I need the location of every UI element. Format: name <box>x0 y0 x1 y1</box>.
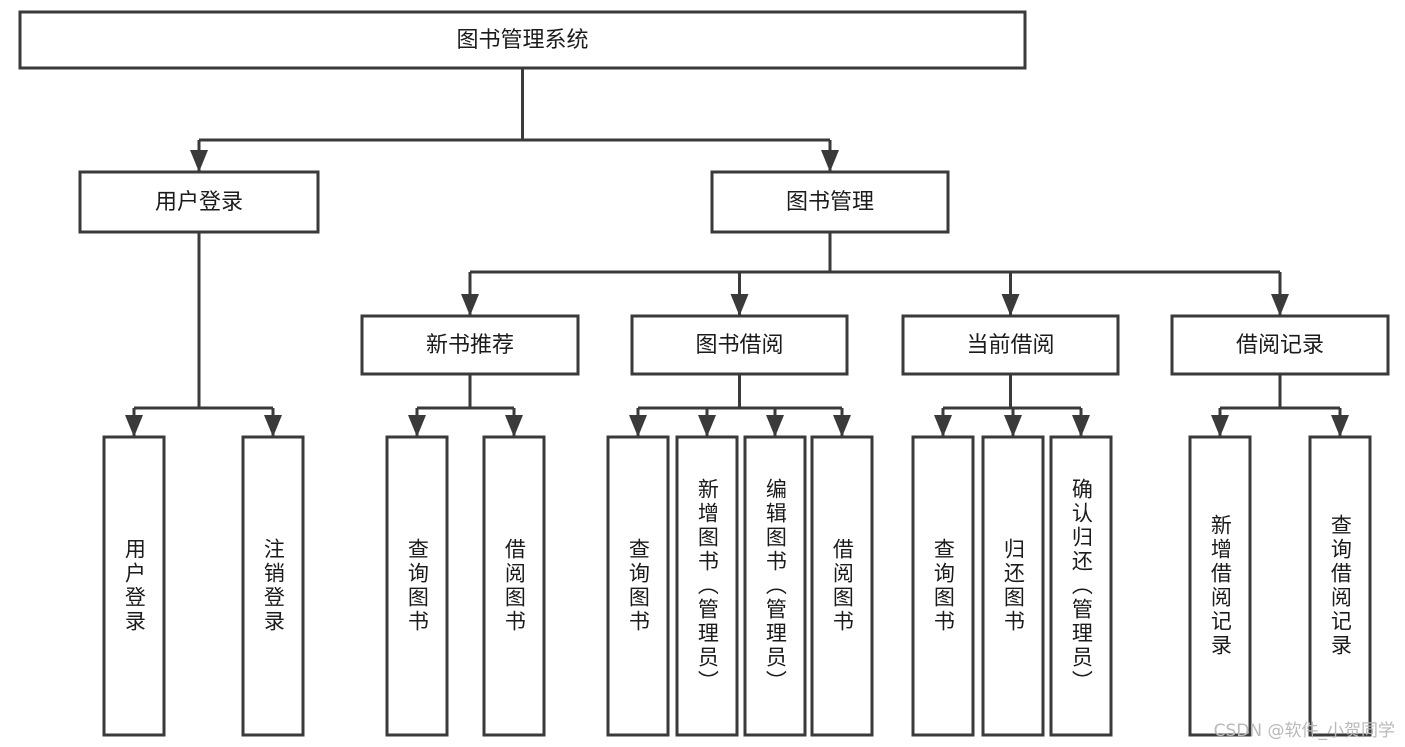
arrow-head-icon <box>934 415 952 437</box>
node-leaf-logout[interactable] <box>241 435 305 737</box>
node-book-borrow[interactable] <box>630 314 849 376</box>
arrow-head-icon <box>461 294 479 316</box>
node-current-borrow-label: 当前借阅 <box>966 333 1054 358</box>
arrow-head-icon <box>190 150 208 172</box>
node-borrow-record[interactable] <box>1170 314 1390 376</box>
connector-layer <box>125 68 1349 437</box>
node-new-book-rec-label: 新书推荐 <box>426 333 514 358</box>
arrow-head-icon <box>1004 415 1022 437</box>
node-leaf-query-book-3[interactable] <box>911 435 975 737</box>
node-book-borrow-label: 图书借阅 <box>695 333 783 358</box>
arrow-head-icon <box>698 415 716 437</box>
arrow-head-icon <box>821 150 839 172</box>
node-leaf-return-book[interactable] <box>981 435 1045 737</box>
node-new-book-rec[interactable] <box>360 314 580 376</box>
node-book-manage-label: 图书管理 <box>786 190 874 215</box>
node-borrow-record-label: 借阅记录 <box>1236 333 1324 358</box>
node-current-borrow[interactable] <box>901 314 1120 376</box>
arrow-head-icon <box>264 415 282 437</box>
node-leaf-query-book-2[interactable] <box>606 435 670 737</box>
node-root[interactable] <box>18 10 1027 70</box>
node-leaf-user-login[interactable] <box>102 435 166 737</box>
node-leaf-add-record[interactable] <box>1188 435 1252 737</box>
node-leaf-edit-book[interactable] <box>743 435 807 737</box>
node-leaf-confirm-return[interactable] <box>1049 435 1113 737</box>
arrow-head-icon <box>408 415 426 437</box>
node-leaf-borrow-book-2[interactable] <box>810 435 874 737</box>
node-book-manage[interactable] <box>710 170 950 234</box>
arrow-head-icon <box>1211 415 1229 437</box>
arrow-head-icon <box>833 415 851 437</box>
arrow-head-icon <box>125 415 143 437</box>
arrow-head-icon <box>730 294 749 316</box>
csdn-watermark: CSDN @软件_小贺同学 <box>1213 721 1395 741</box>
node-root-label: 图书管理系统 <box>456 28 588 53</box>
node-user-login-label: 用户登录 <box>155 190 243 215</box>
node-leaf-query-book-1[interactable] <box>385 435 449 737</box>
arrow-head-icon <box>629 415 647 437</box>
node-user-login[interactable] <box>78 170 320 234</box>
arrow-head-icon <box>766 415 784 437</box>
node-leaf-query-record[interactable] <box>1308 435 1372 737</box>
node-leaf-add-book[interactable] <box>675 435 739 737</box>
arrow-head-icon <box>1271 294 1289 316</box>
arrow-head-icon <box>1072 415 1090 437</box>
node-leaf-borrow-book-1[interactable] <box>482 435 546 737</box>
arrow-head-icon <box>505 415 523 437</box>
arrow-head-icon <box>1331 415 1349 437</box>
arrow-head-icon <box>1001 294 1020 316</box>
